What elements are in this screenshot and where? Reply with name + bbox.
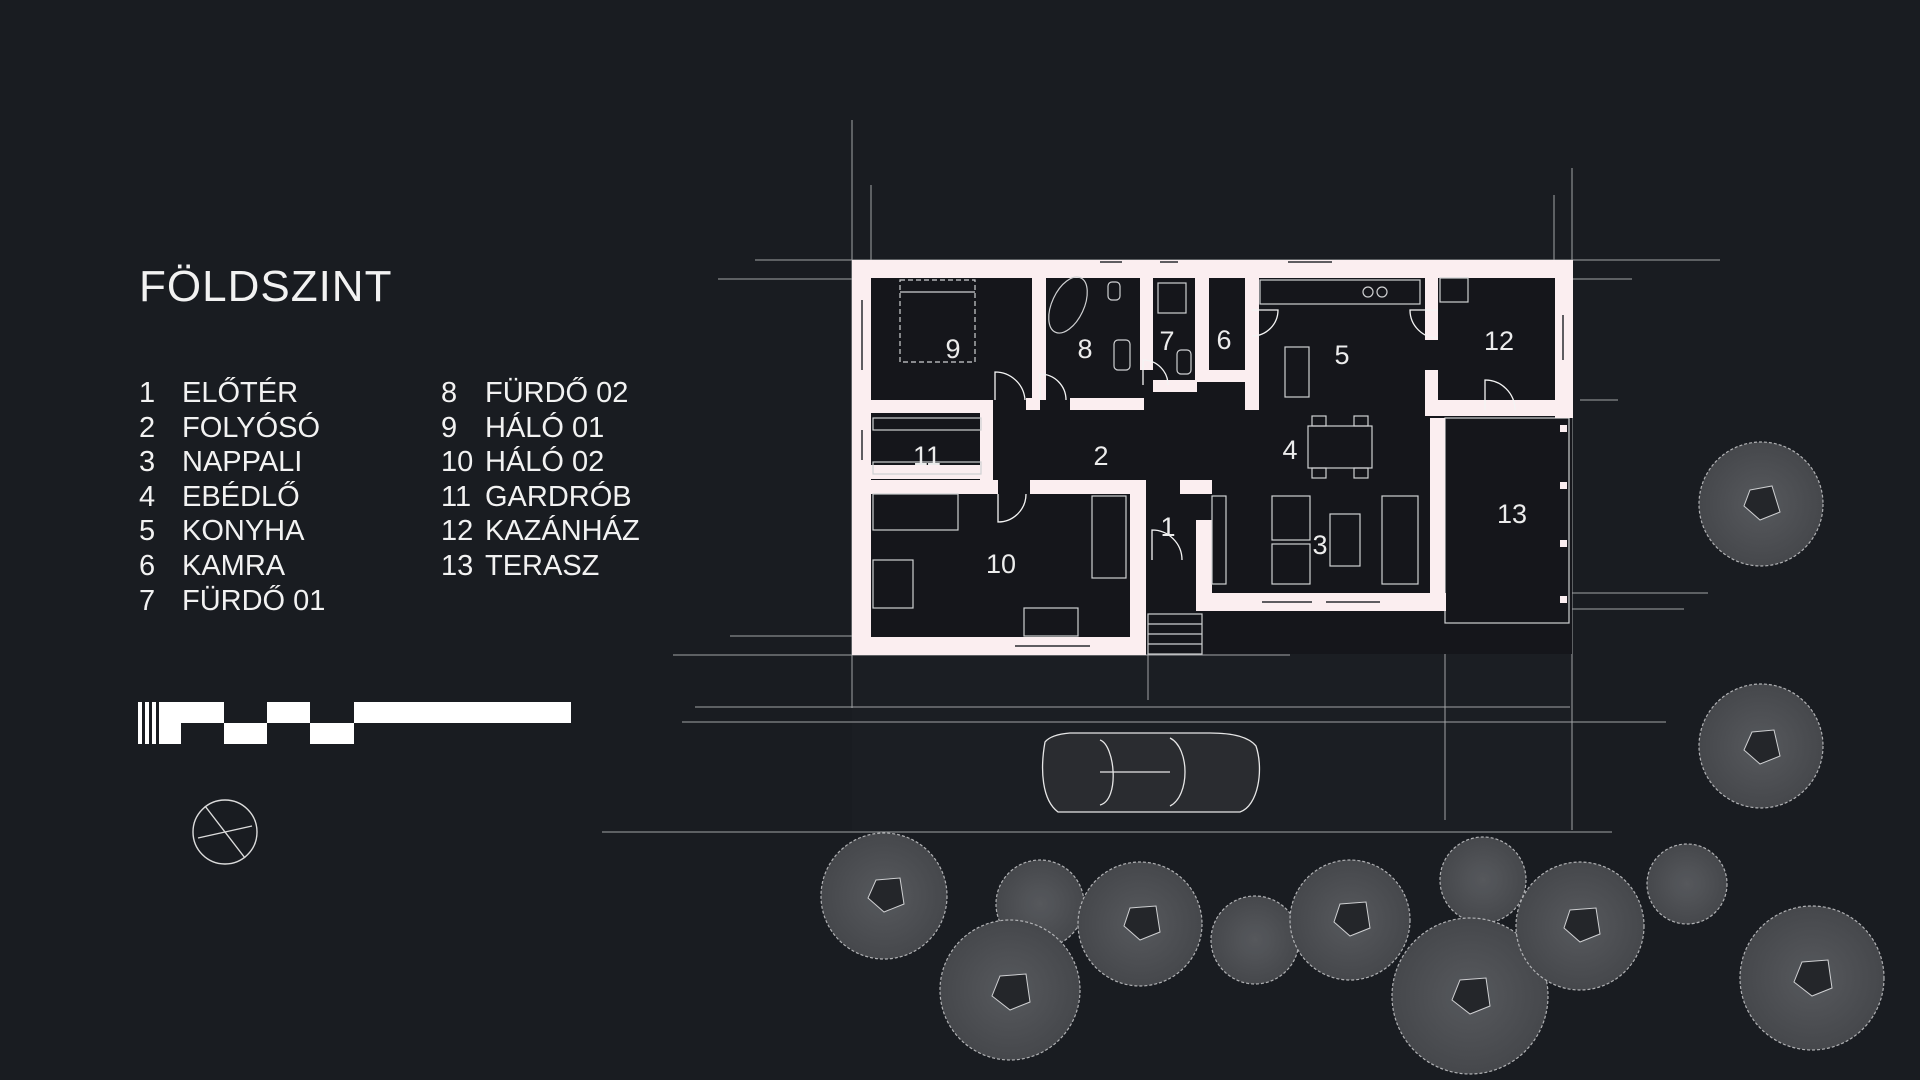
legend-number: 13	[441, 549, 474, 582]
legend-item: 10 HÁLÓ 02	[441, 445, 640, 480]
tree-markings	[867, 485, 1833, 1015]
legend-item: 7 FÜRDŐ 01	[139, 584, 325, 619]
room-label-12: 12	[1484, 326, 1514, 356]
room-label-11: 11	[913, 441, 941, 471]
legend-number: 5	[139, 515, 156, 548]
windows	[861, 261, 1564, 647]
room-label-9: 9	[945, 334, 960, 364]
legend-label: FOLYÓSÓ	[182, 411, 321, 444]
tree	[1439, 836, 1527, 924]
legend-number: 9	[441, 411, 458, 444]
legend-item: 3 NAPPALI	[139, 445, 325, 480]
legend-item: 6 KAMRA	[139, 549, 325, 584]
doors	[994, 309, 1516, 561]
room-label-10: 10	[986, 549, 1016, 579]
room-label-8: 8	[1077, 334, 1092, 364]
tree	[1646, 843, 1728, 925]
legend-label: NAPPALI	[182, 446, 303, 479]
room-label-7: 7	[1159, 326, 1174, 356]
room-label-5: 5	[1334, 340, 1349, 370]
legend-item: 4 EBÉDLŐ	[139, 480, 325, 515]
room-legend-column-2: 8 FÜRDŐ 02 9 HÁLÓ 01 10 HÁLÓ 02 11 GARDRÓB 1…	[441, 376, 640, 584]
room-label-2: 2	[1093, 441, 1108, 471]
legend-item: 5 KONYHA	[139, 514, 325, 549]
scale-bar	[138, 702, 571, 744]
legend-number: 7	[139, 584, 156, 617]
legend-label: HÁLÓ 02	[485, 446, 605, 479]
trees	[820, 441, 1885, 1075]
room-label-6: 6	[1216, 325, 1231, 355]
legend-label: KAZÁNHÁZ	[485, 515, 640, 548]
legend-label: HÁLÓ 01	[485, 411, 605, 444]
room-label-3: 3	[1312, 530, 1327, 560]
furniture	[872, 276, 1469, 655]
legend-label: FÜRDŐ 01	[182, 584, 326, 617]
legend-number: 3	[139, 446, 156, 479]
legend-label: TERASZ	[485, 549, 600, 582]
room-legend-column-1: 1 ELŐTÉR 2 FOLYÓSÓ 3 NAPPALI 4 EBÉDLŐ 5 KONYH…	[139, 376, 325, 618]
legend-number: 10	[441, 446, 474, 479]
north-arrow-icon	[192, 799, 258, 865]
legend-number: 4	[139, 480, 156, 513]
legend-item: 1 ELŐTÉR	[139, 376, 325, 411]
car	[1041, 732, 1261, 813]
page-title: FÖLDSZINT	[139, 262, 393, 311]
room-labels: 1 2 3 4 5 6 7 8 9 10 11 12 13	[913, 325, 1527, 579]
tree	[1210, 895, 1300, 985]
legend-label: EBÉDLŐ	[182, 480, 300, 513]
legend-item: 8 FÜRDŐ 02	[441, 376, 640, 411]
legend-number: 11	[441, 480, 472, 513]
legend-number: 8	[441, 377, 458, 409]
terrace-posts	[1560, 425, 1567, 603]
legend-item: 13 TERASZ	[441, 549, 640, 584]
legend-label: GARDRÓB	[485, 480, 632, 513]
legend-item: 2 FOLYÓSÓ	[139, 411, 325, 446]
legend-label: KAMRA	[182, 549, 286, 582]
legend-number: 1	[139, 377, 156, 409]
legend-label: ELŐTÉR	[182, 377, 299, 409]
legend-number: 2	[139, 411, 156, 444]
legend-label: KONYHA	[182, 515, 305, 548]
legend-label: FÜRDŐ 02	[485, 377, 629, 409]
legend-item: 9 HÁLÓ 01	[441, 411, 640, 446]
legend-item: 12 KAZÁNHÁZ	[441, 514, 640, 549]
room-label-4: 4	[1282, 435, 1297, 465]
legend-number: 6	[139, 549, 156, 582]
legend-number: 12	[441, 515, 474, 548]
room-label-1: 1	[1160, 512, 1175, 542]
walls	[852, 260, 1573, 655]
room-label-13: 13	[1497, 499, 1527, 529]
legend-item: 11 GARDRÓB	[441, 480, 640, 515]
